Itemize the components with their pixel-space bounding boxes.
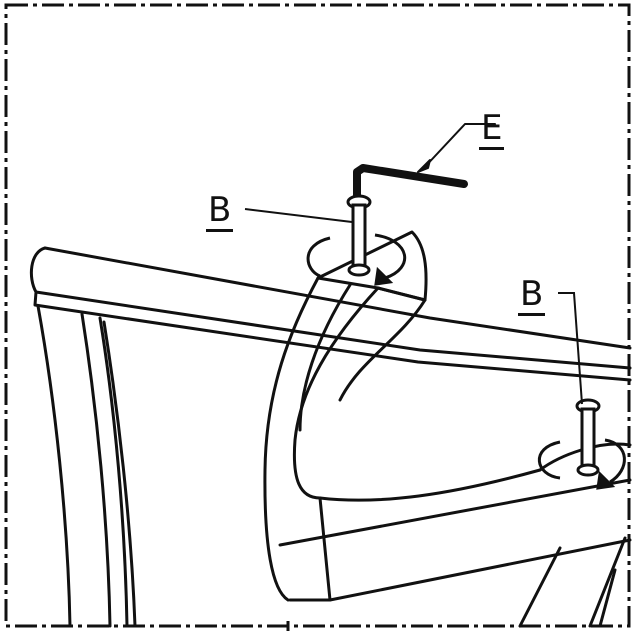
detail-frame: [4, 3, 631, 628]
bolt-icon: [346, 194, 372, 277]
seat-support-1: [518, 546, 562, 628]
callout-e: E: [479, 108, 505, 150]
rotation-arrow-icon: [306, 233, 407, 286]
curved-arm-outer: [263, 276, 320, 602]
curved-arm-mid: [298, 283, 352, 432]
back-rail: [29, 246, 632, 382]
seat-front-rail-lower: [288, 538, 632, 602]
seat-support-3: [598, 568, 617, 628]
hex-key-icon: [353, 123, 496, 204]
back-rail-top: [43, 246, 632, 350]
arm-bottom-face: [338, 286, 427, 402]
curved-arm-inner: [292, 286, 380, 500]
back-rail-front: [34, 290, 632, 370]
rotation-arrow-icon: [537, 438, 626, 490]
seat-support-2: [588, 536, 627, 628]
left-panel-edge: [102, 320, 137, 628]
bolt-icon: [575, 398, 601, 477]
seat-rail-inner: [318, 468, 542, 502]
left-leg-outer: [36, 304, 72, 628]
left-leg-inner-1: [80, 312, 112, 628]
callout-b-right: B: [518, 274, 546, 316]
callout-b-left: B: [206, 190, 234, 232]
leader-line-b-left: [244, 208, 353, 223]
arm-top-block: [316, 230, 428, 302]
seat-post-left: [318, 496, 332, 602]
left-leg-inner-2: [98, 316, 129, 628]
seat-front-rail: [278, 478, 632, 547]
leader-line-b-right: [558, 292, 583, 405]
